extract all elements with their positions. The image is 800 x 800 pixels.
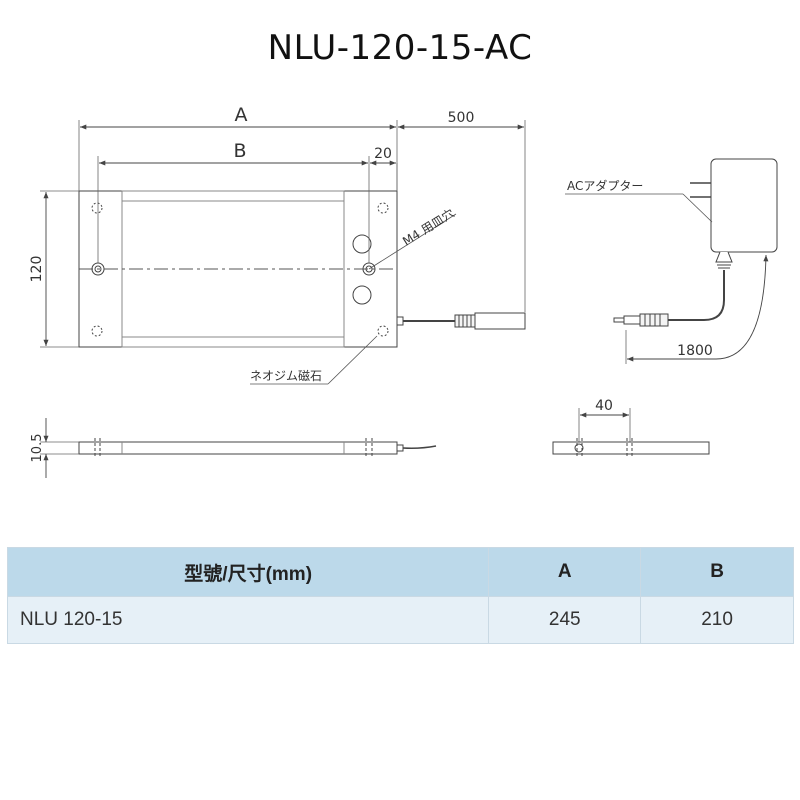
magnet-callout: ネオジム磁石 bbox=[250, 335, 378, 385]
dimension-b: B bbox=[97, 140, 370, 263]
dim-b-label: B bbox=[233, 140, 246, 162]
cell-a: 245 bbox=[488, 596, 642, 644]
light-unit-end-view bbox=[552, 438, 710, 458]
header-model-size: 型號/尺寸(mm) bbox=[6, 547, 490, 597]
magnet-label: ネオジム磁石 bbox=[250, 368, 322, 383]
table-header-row: 型號/尺寸(mm) A B bbox=[6, 547, 794, 597]
dim-a-label: A bbox=[235, 104, 248, 126]
light-unit-side-view bbox=[78, 438, 437, 458]
dimension-1800: 1800 bbox=[625, 254, 769, 364]
cell-b: 210 bbox=[640, 596, 794, 644]
page-title: NLU-120-15-AC bbox=[267, 28, 533, 68]
spec-table: 型號/尺寸(mm) A B NLU 120-15 245 210 bbox=[6, 547, 794, 644]
dim-10-5-label: 10.5 bbox=[30, 434, 45, 463]
dim-20-label: 20 bbox=[374, 146, 392, 162]
dimension-40: 40 bbox=[578, 398, 631, 442]
dimension-500: 500 bbox=[398, 110, 526, 312]
dim-500-label: 500 bbox=[448, 110, 475, 126]
dimension-a: A bbox=[78, 104, 398, 191]
ac-adapter-label: ACアダプター bbox=[567, 178, 643, 193]
cable-connector bbox=[396, 312, 526, 330]
dim-1800-label: 1800 bbox=[677, 343, 713, 359]
header-a: A bbox=[488, 547, 642, 597]
table-row: NLU 120-15 245 210 bbox=[6, 596, 794, 644]
technical-drawing: A B 500 20 120 M4 用皿穴 ネオジム磁石 bbox=[29, 104, 778, 478]
ac-adapter-callout: ACアダプター bbox=[565, 178, 713, 223]
dimension-20: 20 bbox=[370, 146, 398, 191]
cell-model: NLU 120-15 bbox=[6, 596, 490, 644]
light-unit-top-view bbox=[78, 190, 398, 348]
dimension-120: 120 bbox=[29, 190, 79, 348]
dimension-10-5: 10.5 bbox=[30, 418, 79, 478]
dim-120-label: 120 bbox=[29, 256, 45, 283]
header-b: B bbox=[640, 547, 794, 597]
m4-hole-label: M4 用皿穴 bbox=[400, 205, 457, 248]
dim-40-label: 40 bbox=[595, 398, 613, 414]
